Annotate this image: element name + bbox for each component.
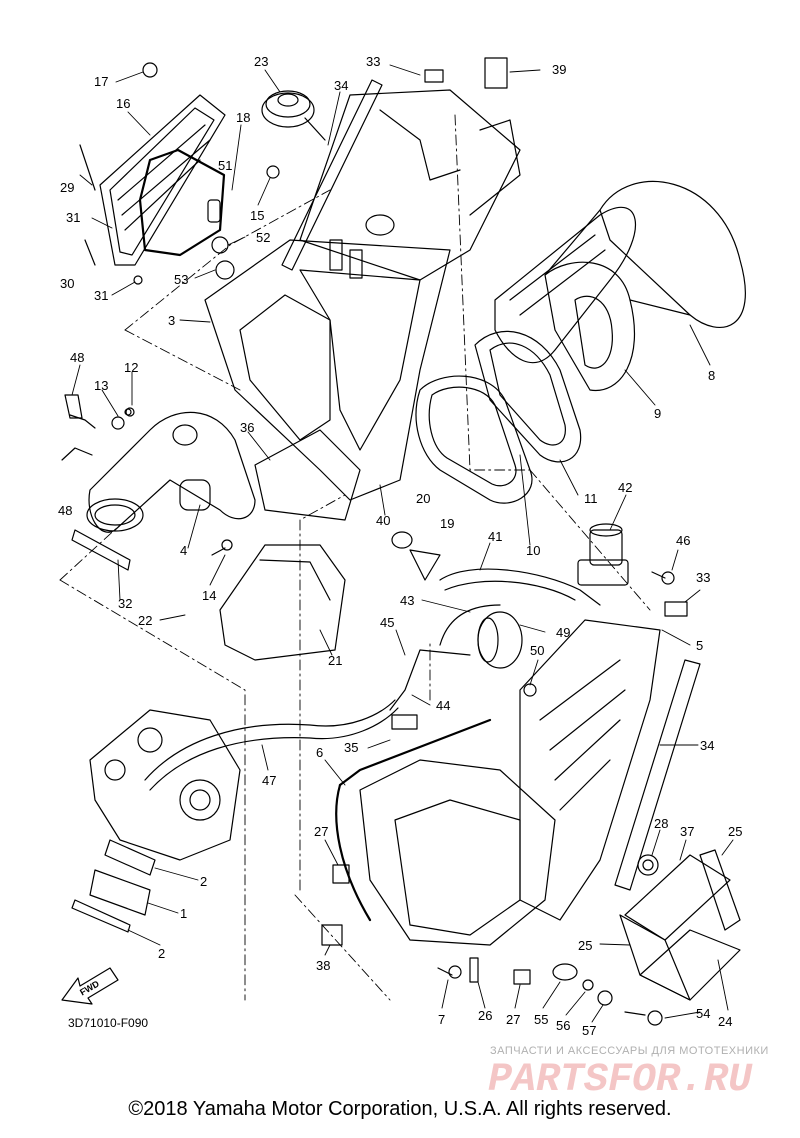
hose-clamp <box>71 529 131 571</box>
callout-1: 1 <box>180 906 187 921</box>
filter-gasket <box>474 330 582 463</box>
callout-30: 30 <box>60 276 74 291</box>
small-clamp <box>391 531 441 581</box>
callout-2: 2 <box>200 874 207 889</box>
airbox-side-duct <box>519 619 701 921</box>
callout-36: 36 <box>240 420 254 435</box>
callout-53: 53 <box>174 272 188 287</box>
filter-cage <box>494 206 636 363</box>
callout-15: 15 <box>250 208 264 223</box>
air-filter-element <box>544 180 746 392</box>
callout-24: 24 <box>718 1014 732 1029</box>
diagram-code: 3D71010-F090 <box>68 1016 148 1030</box>
callout-13: 13 <box>94 378 108 393</box>
air-filter-cover <box>99 94 226 266</box>
airbox-upper <box>204 89 521 501</box>
breather-cap <box>261 90 326 141</box>
callout-34: 34 <box>334 78 348 93</box>
callout-43: 43 <box>400 593 414 608</box>
callout-57: 57 <box>582 1023 596 1038</box>
filter-plate <box>415 375 533 504</box>
callout-26: 26 <box>478 1008 492 1023</box>
callout-5: 5 <box>696 638 703 653</box>
callout-16: 16 <box>116 96 130 111</box>
callout-23: 23 <box>254 54 268 69</box>
breather-pipes <box>61 394 135 461</box>
callout-2b: 2 <box>158 946 165 961</box>
cover-plates <box>619 849 741 1001</box>
callout-37: 37 <box>680 824 694 839</box>
callout-45: 45 <box>380 615 394 630</box>
solenoid-valve <box>577 523 629 586</box>
copyright-notice: ©2018 Yamaha Motor Corporation, U.S.A. A… <box>128 1098 672 1120</box>
callout-20: 20 <box>416 491 430 506</box>
callout-4: 4 <box>180 543 187 558</box>
callout-31: 31 <box>66 210 80 225</box>
leader-lines <box>71 64 734 1023</box>
intake-joint <box>86 411 256 533</box>
callout-18: 18 <box>236 110 250 125</box>
callout-35: 35 <box>344 740 358 755</box>
callout-17: 17 <box>94 74 108 89</box>
callout-31b: 31 <box>94 288 108 303</box>
callout-21: 21 <box>328 653 342 668</box>
callout-28: 28 <box>654 816 668 831</box>
callout-33: 33 <box>366 54 380 69</box>
hoses <box>144 568 601 791</box>
callout-27b: 27 <box>506 1012 520 1027</box>
callout-46: 46 <box>676 533 690 548</box>
callout-55: 55 <box>534 1012 548 1027</box>
callout-25: 25 <box>728 824 742 839</box>
airbox-lower <box>335 718 556 946</box>
fwd-label: FWD <box>78 978 101 997</box>
callout-54: 54 <box>696 1006 710 1021</box>
callout-34b: 34 <box>700 738 714 753</box>
callout-10: 10 <box>526 543 540 558</box>
callout-labels: 17 16 18 51 29 31 30 31 52 53 23 34 33 3… <box>58 54 742 1038</box>
callout-39: 39 <box>552 62 566 77</box>
callout-44: 44 <box>436 698 450 713</box>
assembly-guide-lines <box>59 114 651 1001</box>
callout-25b: 25 <box>578 938 592 953</box>
callout-7: 7 <box>438 1012 445 1027</box>
callout-8: 8 <box>708 368 715 383</box>
callout-48: 48 <box>70 350 84 365</box>
watermark-logo: PARTSFOR.RU <box>488 1058 753 1103</box>
callout-42: 42 <box>618 480 632 495</box>
callout-56: 56 <box>556 1018 570 1033</box>
callout-50: 50 <box>530 643 544 658</box>
callout-29: 29 <box>60 180 74 195</box>
callout-9: 9 <box>654 406 661 421</box>
callout-14: 14 <box>202 588 216 603</box>
mud-guard <box>219 544 346 661</box>
callout-51: 51 <box>218 158 232 173</box>
callout-47: 47 <box>262 773 276 788</box>
callout-49: 49 <box>556 625 570 640</box>
callout-11: 11 <box>584 491 598 506</box>
callout-19: 19 <box>440 516 454 531</box>
fasteners <box>79 57 688 1026</box>
callout-32: 32 <box>118 596 132 611</box>
throttle-joint <box>71 839 156 933</box>
rod-top <box>281 79 383 271</box>
callout-48b: 48 <box>58 503 72 518</box>
watermark-tagline: ЗАПЧАСТИ И АКСЕССУАРЫ ДЛЯ МОТОТЕХНИКИ <box>490 1045 769 1057</box>
callout-12: 12 <box>124 360 138 375</box>
seal-sheet <box>254 429 361 521</box>
callout-33b: 33 <box>696 570 710 585</box>
callout-38: 38 <box>316 958 330 973</box>
callout-41: 41 <box>488 529 502 544</box>
canister <box>477 611 523 669</box>
fwd-arrow <box>61 967 119 1005</box>
callout-6: 6 <box>316 745 323 760</box>
callout-22: 22 <box>138 613 152 628</box>
throttle-body <box>89 709 241 861</box>
callout-52: 52 <box>256 230 270 245</box>
callout-27: 27 <box>314 824 328 839</box>
callout-3: 3 <box>168 313 175 328</box>
watermark: ЗАПЧАСТИ И АКСЕССУАРЫ ДЛЯ МОТОТЕХНИКИ PA… <box>488 1045 769 1103</box>
callout-40: 40 <box>376 513 390 528</box>
